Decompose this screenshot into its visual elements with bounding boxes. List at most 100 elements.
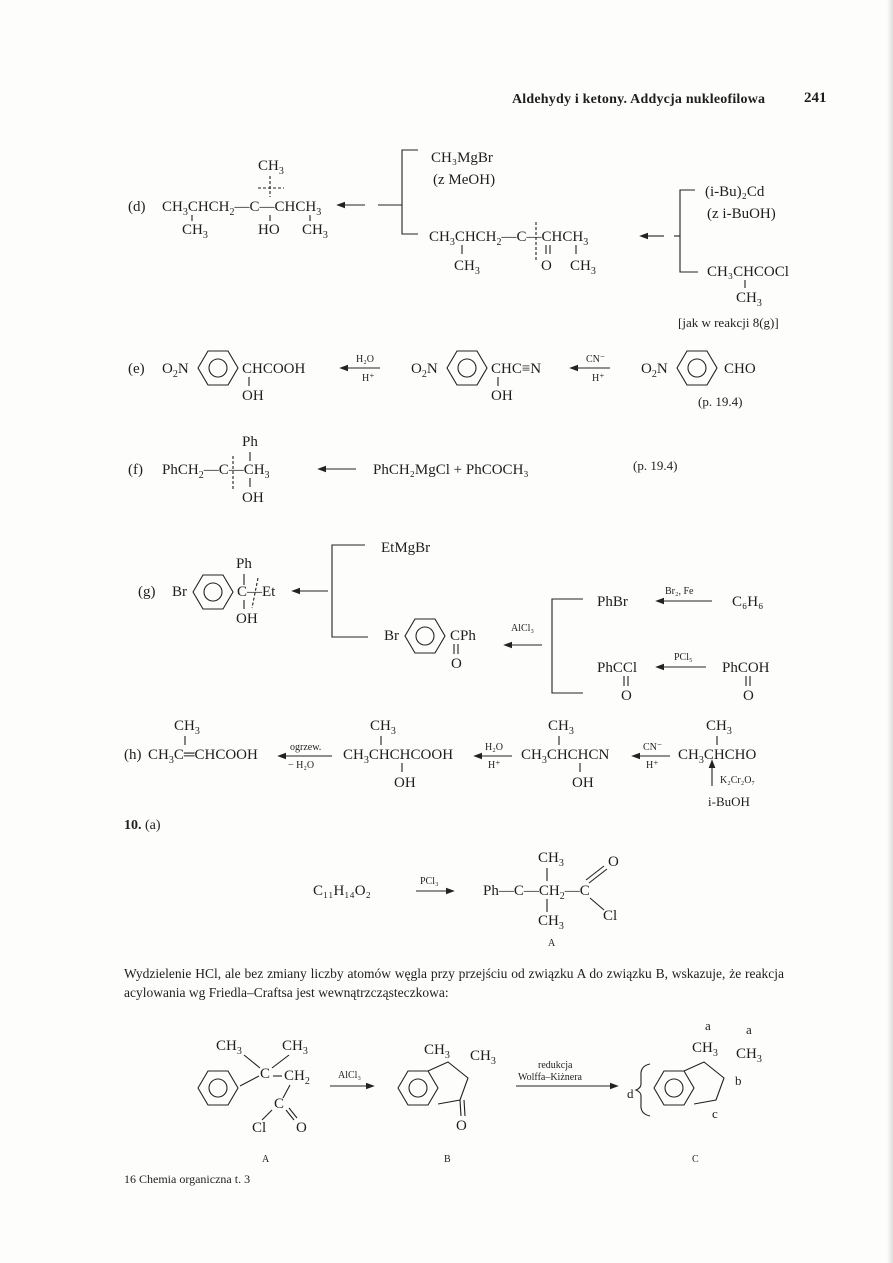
final-label-a: A (262, 1154, 270, 1165)
d-ketone-methyl-right: CH3 (570, 258, 596, 277)
ex-acyl-oxygen: O (608, 854, 619, 870)
e-nitrile-hydroxyl: OH (491, 388, 513, 404)
exercise-part: (a) (145, 818, 161, 833)
e-nitro-2: O2N (411, 361, 438, 380)
running-head: Aldehydy i ketony. Addycja nukleofilowa (512, 92, 766, 107)
final-label-b: B (444, 1154, 451, 1165)
d-solvent-2: (z i-BuOH) (707, 206, 776, 222)
g-reagent: EtMgBr (381, 540, 430, 556)
g-cond-pcl5: PCl₅ (674, 652, 693, 663)
scheme-g-label: (g) (138, 584, 156, 600)
h-hydroxy-acid: CH3CHCHCOOH (343, 747, 453, 766)
d-methyl-top: CH3 (258, 158, 284, 177)
A-methyl-left: CH3 (216, 1038, 242, 1057)
f-ref: (p. 19.4) (633, 458, 677, 473)
h-cond-oxidant: K₂Cr₂O₇ (720, 775, 755, 786)
e-cond-h: H⁺ (362, 373, 375, 384)
C-methyl-1: CH3 (692, 1040, 718, 1059)
e-aldehyde: CHO (724, 361, 756, 377)
scheme-10a: C₁₁H₁₄O₂ PCl₃ CH3 Ph—C—CH2—C O Cl CH3 A (313, 850, 619, 949)
g-quaternary: C—Et (237, 584, 276, 600)
f-reactants: PhCH₂MgCl + PhCOCH₃ (373, 462, 529, 478)
e-nitro-3: O2N (641, 361, 668, 380)
exercise-number: 10. (a) (124, 818, 161, 834)
A-methyl-right: CH3 (282, 1038, 308, 1057)
final-letter-d: d (627, 1086, 634, 1101)
h-unsaturated-acid: CH3C═CHCOOH (148, 747, 258, 766)
d-note: [jak w reakcji 8(g)] (678, 315, 779, 330)
h-methyl-1: CH3 (174, 718, 200, 737)
exercise-number-text: 10. (124, 818, 142, 833)
e-cond-cn: CN⁻ (586, 354, 605, 365)
h-cond-heat: ogrzew. (290, 742, 321, 753)
scheme-h-label: (h) (124, 747, 142, 763)
e-nitro-1: O2N (162, 361, 189, 380)
final-letter-a-2: a (746, 1022, 752, 1037)
scheme-f-label: (f) (128, 462, 143, 478)
final-label-c: C (692, 1154, 699, 1165)
scheme-f: Ph (f) PhCH2—C—CH3 OH PhCH₂MgCl + PhCOCH… (128, 434, 677, 506)
final-letter-b: b (735, 1073, 742, 1088)
d-acid-chloride-methyl: CH3 (736, 290, 762, 309)
scheme-e: (e) O2N CHCOOH OH H₂O H⁺ O2N CHC≡N OH CN… (128, 350, 756, 409)
f-hydroxyl: OH (242, 490, 264, 506)
d-ketone-methyl-left: CH3 (454, 258, 480, 277)
scheme-e-label: (e) (128, 361, 145, 377)
d-hydroxyl: HO (258, 222, 280, 238)
g-ketone: CPh (450, 628, 476, 644)
ex-reagent: PCl₃ (420, 876, 439, 887)
scheme-h: CH3 CH3 CH3 CH3 (h) CH3C═CHCOOH ogrzew. … (124, 718, 757, 809)
page-edge-shadow (887, 0, 893, 1263)
g-benzoic-acid: PhCOH (722, 660, 770, 676)
g-acid-oxygen: O (743, 688, 754, 704)
d-ketone-chain: CH3CHCH2—C—CHCH3 (429, 229, 588, 248)
g-cond-br2: Br₂, Fe (665, 586, 694, 597)
A-quaternary: C (260, 1066, 270, 1082)
A-methylene: CH2 (284, 1068, 310, 1087)
ex-label-a: A (548, 938, 556, 949)
g-phbr: PhBr (597, 594, 628, 610)
ex-methyl-bottom: CH3 (538, 913, 564, 932)
g-phenyl: Ph (236, 556, 252, 572)
ex-formula: C₁₁H₁₄O₂ (313, 883, 371, 899)
g-cond-alcl3: AlCl₃ (511, 623, 534, 634)
h-alcohol: i-BuOH (708, 794, 750, 809)
h-cond-cn: CN⁻ (643, 742, 662, 753)
ex-acyl-chlorine: Cl (603, 908, 617, 924)
d-ketone-oxygen: O (541, 258, 552, 274)
ex-methyl-top: CH3 (538, 850, 564, 869)
e-ref: (p. 19.4) (698, 394, 742, 409)
g-benzene: C₆H₆ (732, 594, 763, 610)
scheme-indane: CH3 CH3 C CH2 C Cl O A AlCl₃ CH3 CH3 O B… (197, 1018, 762, 1165)
h-cyanohydrin-oh: OH (572, 775, 594, 791)
page-number: 241 (804, 90, 827, 106)
d-methyl-right: CH3 (302, 222, 328, 241)
g-acyl-chloride: PhCCl (597, 660, 637, 676)
g-bromo: Br (172, 584, 187, 600)
e-acid: CHCOOH (242, 361, 306, 377)
e-cond-h2: H⁺ (592, 373, 605, 384)
g-bromo-2: Br (384, 628, 399, 644)
h-methyl-4: CH3 (706, 718, 732, 737)
h-methyl-3: CH3 (548, 718, 574, 737)
final-letter-c: c (712, 1106, 718, 1121)
A-chlorine: Cl (252, 1120, 266, 1136)
scheme-d-label: (d) (128, 199, 146, 215)
d-solvent-1: (z MeOH) (433, 172, 495, 188)
h-hydroxy-acid-oh: OH (394, 775, 416, 791)
C-methyl-2: CH3 (736, 1046, 762, 1065)
B-methyl-2: CH3 (470, 1048, 496, 1067)
e-nitrile: CHC≡N (491, 361, 541, 377)
scheme-d: (d) CH3CHCH2—C—CHCH3 CH3 CH3 HO CH3 CH₃M… (128, 149, 789, 330)
f-product: PhCH2—C—CH3 (162, 462, 270, 481)
A-carbonyl-c: C (274, 1096, 284, 1112)
h-cond-h2o: H₂O (485, 742, 503, 753)
h-cond-h: H⁺ (488, 760, 501, 771)
page-footer: 16 Chemia organiczna t. 3 (124, 1172, 251, 1186)
g-ketone-oxygen: O (451, 656, 462, 672)
h-aldehyde: CH3CHCHO (678, 747, 757, 766)
f-phenyl: Ph (242, 434, 258, 450)
final-cond-reduction-1: redukcja (538, 1060, 573, 1071)
d-acid-chloride: CH₃CHCOCl (707, 264, 789, 280)
